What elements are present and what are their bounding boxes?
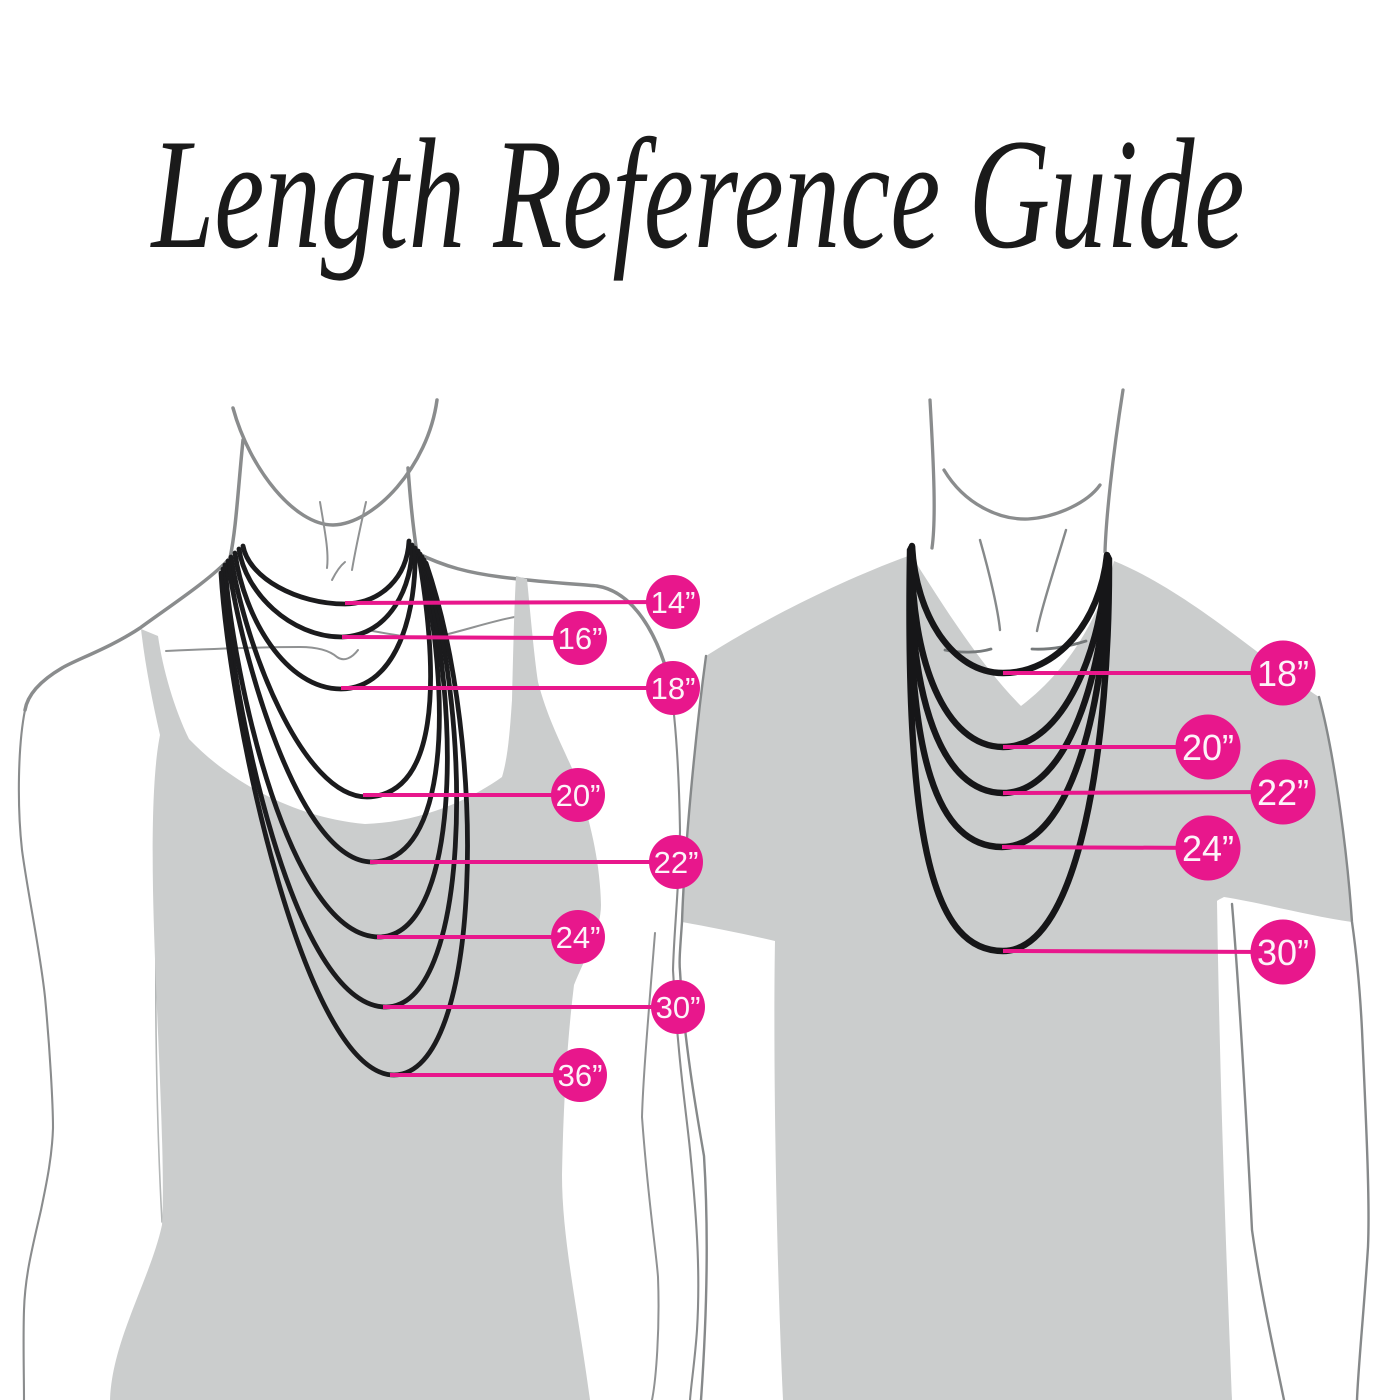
svg-text:30”: 30”: [1257, 932, 1309, 973]
svg-text:14”: 14”: [651, 585, 696, 620]
svg-text:22”: 22”: [1257, 772, 1309, 813]
svg-text:30”: 30”: [656, 990, 701, 1025]
svg-text:Length Reference Guide: Length Reference Guide: [150, 107, 1244, 282]
svg-text:18”: 18”: [651, 671, 696, 706]
svg-text:24”: 24”: [1182, 828, 1234, 869]
svg-text:20”: 20”: [1182, 727, 1234, 768]
svg-text:16”: 16”: [558, 621, 603, 656]
svg-text:24”: 24”: [556, 920, 601, 955]
svg-text:18”: 18”: [1257, 653, 1309, 694]
svg-text:22”: 22”: [654, 845, 699, 880]
svg-text:20”: 20”: [556, 778, 601, 813]
svg-text:36”: 36”: [558, 1058, 603, 1093]
